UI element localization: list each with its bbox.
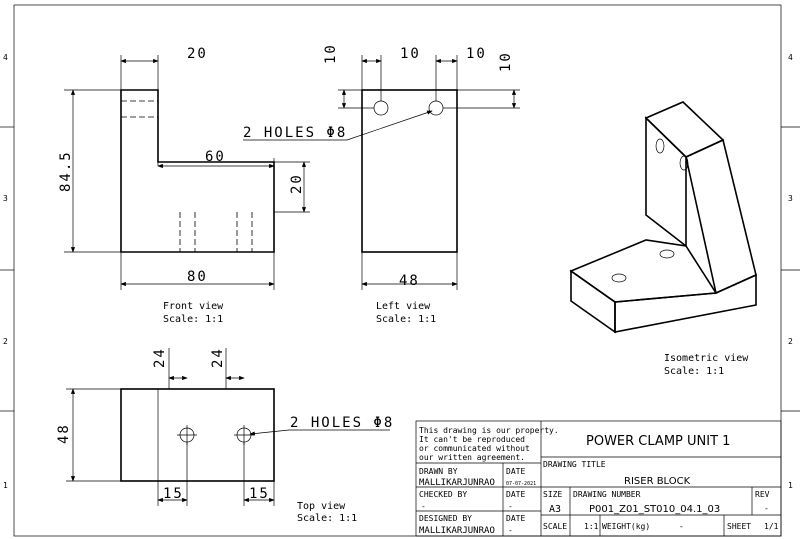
iso-view-caption: Isometric view — [664, 353, 749, 364]
drawing-border — [13, 4, 782, 537]
zone-label-left-1: 1 — [3, 481, 8, 490]
front-view-hidden-lines — [121, 100, 253, 252]
zone-label-right-1: 1 — [788, 481, 793, 490]
zone-labels: 4 3 2 1 4 3 2 1 — [3, 53, 793, 490]
top-dim-pos-b: 24 — [210, 347, 226, 368]
left-view-holes-note: 2 HOLES Φ8 — [243, 125, 347, 141]
rev: - — [764, 504, 769, 513]
weight-label: WEIGHT(kg) — [602, 522, 650, 531]
isometric-view: Isometric view Scale: 1:1 — [569, 101, 757, 377]
left-dim-width: 48 — [399, 273, 420, 289]
disclaimer-line-2: It can't be reproduced — [419, 435, 525, 444]
rev-label: REV — [755, 490, 770, 499]
iso-upright-left-face — [645, 116, 687, 248]
left-view-hole-1 — [373, 100, 389, 116]
left-view: 10 10 10 10 48 2 HOLES Φ8 Left view Scal… — [243, 43, 520, 325]
project-title: POWER CLAMP UNIT 1 — [586, 434, 730, 449]
front-view-outline — [120, 89, 275, 253]
front-dim-step-height: 20 — [289, 173, 305, 194]
zone-label-left-4: 4 — [3, 53, 8, 62]
drawing-number-label: DRAWING NUMBER — [573, 490, 641, 499]
front-dim-top-width: 20 — [187, 46, 208, 62]
zone-label-right-4: 4 — [788, 53, 793, 62]
left-dim-hole-v-left: 10 — [323, 43, 339, 64]
checked-date: - — [508, 502, 513, 511]
iso-upright-right-face — [685, 138, 757, 295]
sheet-number: 1/1 — [764, 522, 779, 531]
left-view-caption: Left view — [376, 301, 431, 312]
iso-hole-upright-1 — [655, 138, 665, 154]
front-dim-height: 84.5 — [58, 150, 74, 192]
drawn-date: 07-07-2021 — [506, 481, 536, 487]
iso-hole-base-1 — [611, 273, 627, 283]
zone-label-left-3: 3 — [3, 194, 8, 203]
zone-label-right-2: 2 — [788, 337, 793, 346]
scale-label: SCALE — [543, 522, 567, 531]
front-view-scale: Scale: 1:1 — [163, 314, 223, 325]
disclaimer-line-1: This drawing is our property. — [419, 426, 559, 435]
designed-date-label: DATE — [506, 514, 525, 523]
iso-view-scale: Scale: 1:1 — [664, 366, 724, 377]
left-view-dimensions — [243, 55, 520, 290]
left-dim-hole-edge: 10 — [466, 46, 487, 62]
top-view-scale: Scale: 1:1 — [297, 513, 357, 524]
drawing-number: P001_Z01_ST010_04.1_03 — [589, 504, 720, 515]
left-view-scale: Scale: 1:1 — [376, 314, 436, 325]
checked-by: - — [421, 502, 426, 511]
top-view-dimensions — [66, 348, 390, 506]
zone-label-left-2: 2 — [3, 337, 8, 346]
left-dim-hole-gap: 10 — [400, 46, 421, 62]
left-dim-hole-v-right: 10 — [498, 51, 514, 72]
top-dim-pos-a: 24 — [152, 347, 168, 368]
disclaimer-line-3: or communicated without — [419, 444, 530, 453]
designed-by: MALLIKARJUNRAO — [419, 526, 495, 536]
front-view-dimensions — [64, 55, 310, 290]
zone-label-right-3: 3 — [788, 194, 793, 203]
left-view-hole-2 — [428, 100, 444, 116]
sheet-size: A3 — [549, 504, 561, 515]
front-dim-overall-width: 80 — [187, 269, 208, 285]
iso-base-front-face — [570, 269, 616, 334]
zone-ticks — [0, 126, 800, 412]
checked-by-label: CHECKED BY — [419, 490, 467, 499]
scale: 1:1 — [584, 522, 599, 531]
top-view-caption: Top view — [297, 501, 346, 512]
designed-by-label: DESIGNED BY — [419, 514, 472, 523]
iso-hole-upright-2 — [679, 155, 689, 171]
disclaimer-line-4: our written agreement. — [419, 453, 525, 462]
top-view: 24 24 48 15 15 2 HOLES Φ8 Top view Scale… — [56, 347, 394, 524]
front-view: 20 84.5 60 20 80 Front view Scale: 1:1 — [58, 46, 310, 325]
drawn-date-label: DATE — [506, 467, 525, 476]
drawn-by-label: DRAWN BY — [419, 467, 458, 476]
sheet-label: SHEET — [727, 522, 751, 531]
title-block: This drawing is our property. It can't b… — [415, 420, 782, 537]
top-dim-edge-a: 15 — [163, 486, 184, 502]
top-view-outline — [120, 388, 275, 482]
front-dim-step-width: 60 — [205, 149, 226, 165]
drawing-title: RISER BLOCK — [624, 476, 691, 487]
front-view-caption: Front view — [163, 301, 224, 312]
top-dim-height: 48 — [56, 423, 72, 444]
weight: - — [679, 522, 684, 531]
designed-date: - — [508, 526, 513, 535]
checked-date-label: DATE — [506, 490, 525, 499]
iso-base-right-face — [614, 273, 757, 333]
top-view-holes-note: 2 HOLES Φ8 — [290, 415, 394, 431]
iso-base-top-face — [569, 239, 718, 303]
iso-hole-base-2 — [659, 249, 675, 259]
drawn-by: MALLIKARJUNRAO — [419, 478, 495, 488]
drawing-title-label: DRAWING TITLE — [543, 460, 606, 469]
top-dim-edge-b: 15 — [249, 486, 270, 502]
left-view-outline — [361, 89, 458, 253]
size-label: SIZE — [543, 490, 562, 499]
